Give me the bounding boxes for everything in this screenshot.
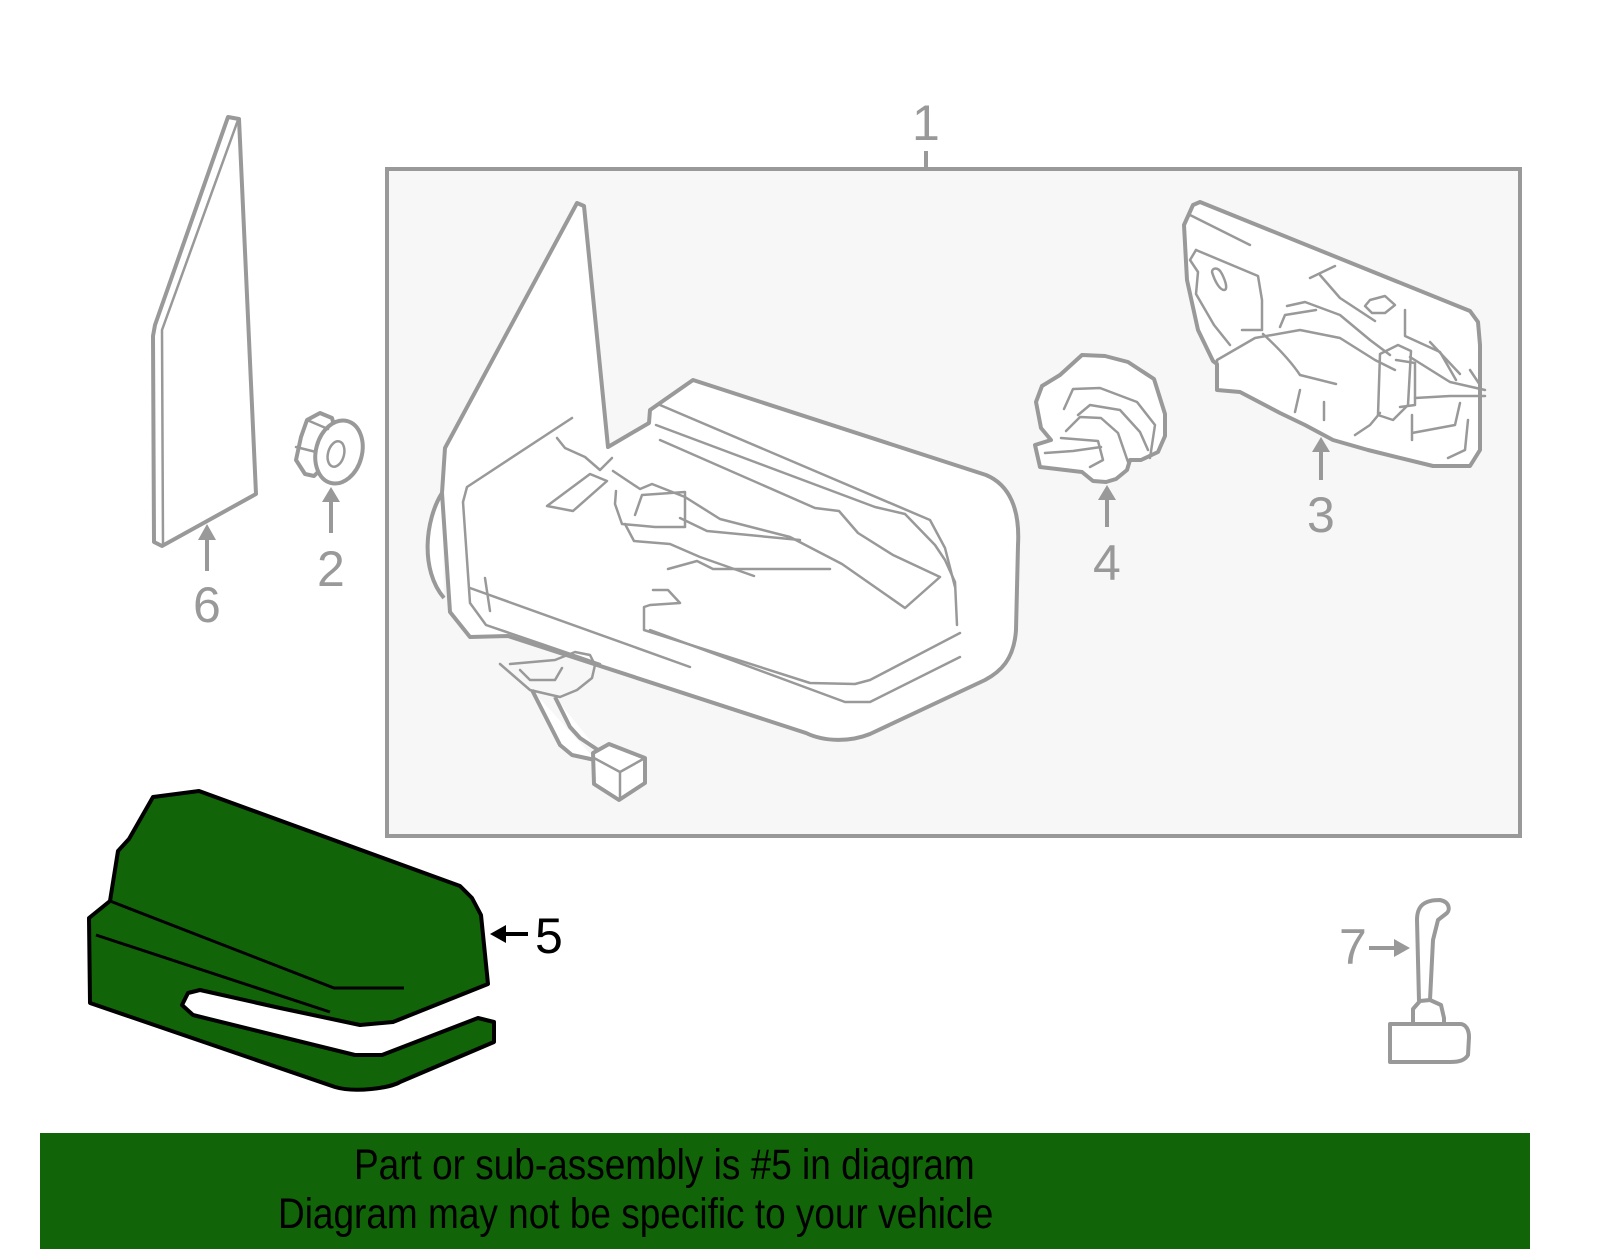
banner-disclaimer: Diagram may not be specific to your vehi… bbox=[278, 1190, 994, 1238]
callout-5-label[interactable]: 5 bbox=[535, 908, 563, 964]
callout-5-arrow bbox=[490, 925, 506, 943]
info-banner: Part or sub-assembly is #5 in diagram Di… bbox=[40, 1133, 1530, 1249]
lamp-socket-icon bbox=[1033, 353, 1167, 484]
callout-6-arrow bbox=[198, 524, 216, 540]
callout-2-label[interactable]: 2 bbox=[317, 541, 345, 597]
banner-part-note: Part or sub-assembly is #5 in diagram bbox=[354, 1141, 975, 1189]
part-7-group[interactable]: 7 bbox=[1339, 898, 1471, 1064]
part-6-group[interactable]: 6 bbox=[151, 115, 258, 633]
mirror-cover-highlighted-icon bbox=[87, 789, 496, 1092]
callout-4-arrow bbox=[1098, 485, 1116, 500]
assembly-group-1[interactable]: 1 bbox=[385, 95, 1522, 838]
callout-4-label[interactable]: 4 bbox=[1093, 535, 1121, 591]
mirror-assembly-icon bbox=[425, 201, 1021, 802]
callout-3-arrow bbox=[1312, 437, 1330, 452]
callout-3-label[interactable]: 3 bbox=[1307, 487, 1335, 543]
part-2-group[interactable]: 2 bbox=[294, 411, 369, 597]
part-5-group[interactable]: 5 bbox=[87, 789, 563, 1092]
callout-7-arrow bbox=[1394, 939, 1410, 957]
callout-1-label[interactable]: 1 bbox=[912, 95, 940, 151]
callout-2-arrow bbox=[322, 487, 340, 502]
callout-7-label[interactable]: 7 bbox=[1339, 919, 1367, 975]
mirror-backing-icon bbox=[1182, 200, 1487, 468]
callout-6-label[interactable]: 6 bbox=[193, 577, 221, 633]
